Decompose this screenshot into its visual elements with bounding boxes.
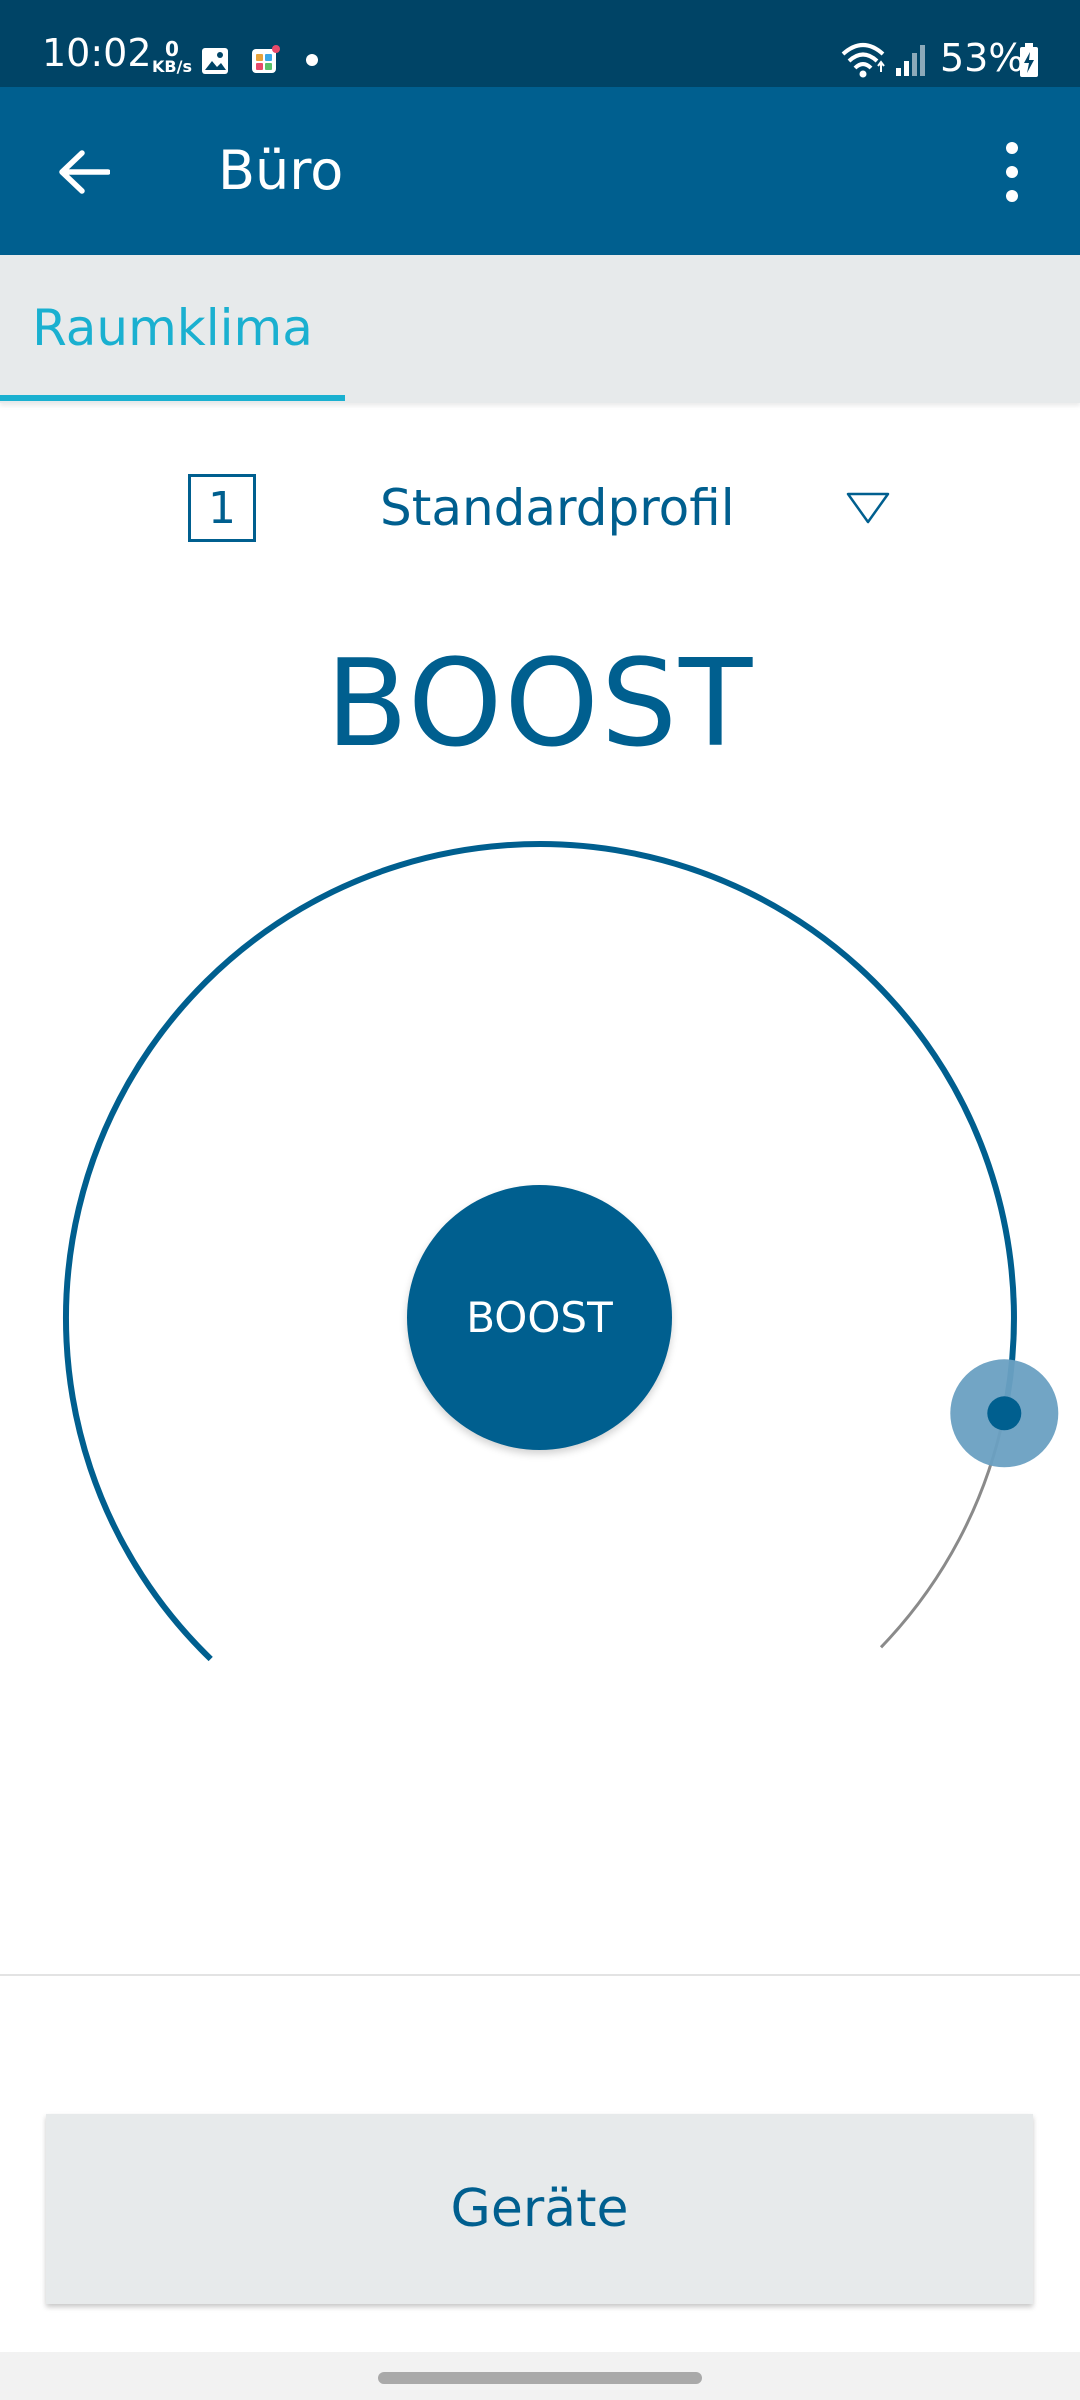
home-indicator[interactable] — [378, 2372, 702, 2384]
boost-button[interactable]: BOOST — [407, 1185, 672, 1450]
network-speed-value: 0 — [165, 37, 179, 61]
wifi-icon — [841, 43, 885, 78]
dial-knob-center — [987, 1396, 1022, 1431]
triangle-down-icon — [846, 492, 890, 524]
divider — [0, 1974, 1080, 1976]
notification-dot — [306, 54, 318, 66]
battery-charging-icon — [1020, 43, 1038, 77]
profile-number-badge[interactable]: 1 — [188, 474, 256, 542]
tab-bar — [0, 255, 1080, 403]
profile-dropdown-button[interactable] — [838, 478, 898, 538]
arrow-left-icon — [59, 150, 110, 194]
more-vert-icon — [1006, 166, 1018, 178]
dial-knob[interactable] — [950, 1359, 1059, 1468]
network-speed-unit: KB/s — [152, 57, 192, 76]
status-time: 10:02 — [42, 31, 152, 75]
battery-percent: 53% — [940, 36, 1025, 80]
more-vert-icon — [1006, 142, 1018, 154]
dial-progress-arc — [62, 841, 1017, 1662]
mode-dial[interactable] — [0, 820, 1080, 1680]
gallery-icon — [202, 48, 228, 74]
app-icon — [252, 45, 280, 73]
more-vert-icon — [1006, 190, 1018, 202]
devices-button[interactable]: Geräte — [46, 2114, 1033, 2304]
network-speed: 0 KB/s — [150, 37, 194, 76]
profile-name[interactable]: Standardprofil — [380, 479, 735, 537]
tab-label: Raumklima — [32, 299, 313, 357]
status-bar: 10:02 0 KB/s 53% — [0, 0, 1080, 87]
overflow-menu-button[interactable] — [990, 130, 1034, 214]
tab-raumklima[interactable]: Raumklima — [0, 255, 345, 401]
tab-indicator — [0, 395, 345, 401]
signal-icon — [896, 45, 925, 76]
mode-title: BOOST — [325, 635, 755, 774]
app-bar — [0, 87, 1080, 255]
back-button[interactable] — [40, 128, 128, 216]
page-title: Büro — [218, 139, 344, 202]
